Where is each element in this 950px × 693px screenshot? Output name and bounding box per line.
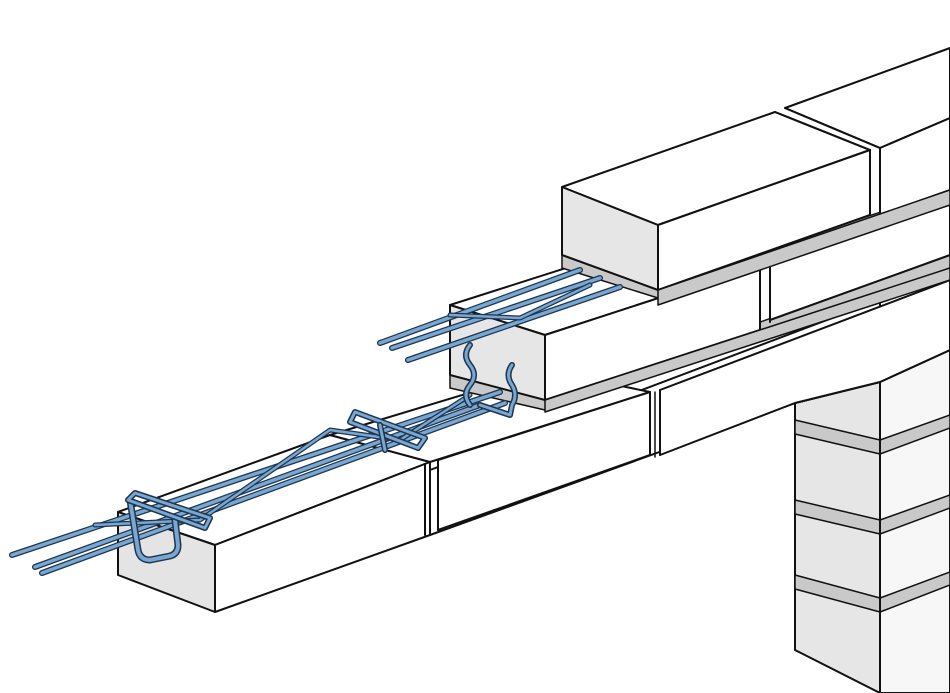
brick-pier xyxy=(794,349,950,693)
pier-mortar-joints xyxy=(794,414,950,613)
upper-reinforcement xyxy=(377,267,623,363)
bed-joint-reinforcement xyxy=(9,267,623,576)
lower-reinforcement xyxy=(9,389,508,576)
end-block-side xyxy=(214,461,431,613)
upper-course xyxy=(561,47,950,306)
wave-tie xyxy=(463,342,518,418)
lower-course-extension xyxy=(659,279,950,456)
